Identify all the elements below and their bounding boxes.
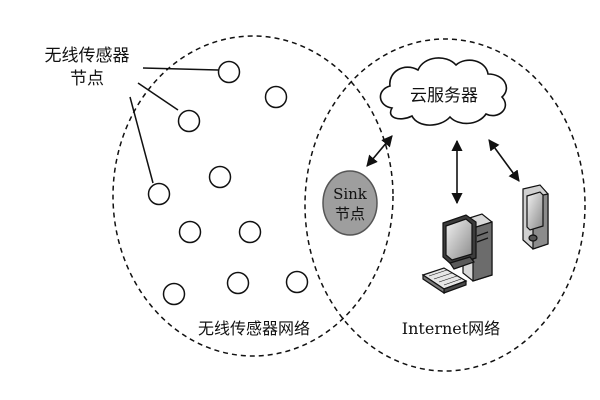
sensor-nodes [147,60,309,306]
arrow-sink-cloud [366,135,393,167]
sensor-node [208,165,232,189]
wsn-label: 无线传感器网络 [198,319,310,338]
leader-line-3 [129,96,154,184]
sensor-node-label-line2: 节点 [70,69,104,89]
sink-node [322,170,378,236]
sensor-node [177,109,201,133]
sensor-node [217,60,241,84]
sensor-node [147,182,171,206]
wsn-region [112,35,394,357]
sensor-node [238,220,262,244]
leader-line-1 [142,67,219,71]
sensor-node [162,282,186,306]
sensor-node [285,270,309,294]
sensor-node [178,220,202,244]
sink-node-label-line1: Sink [333,185,368,203]
desktop-computer-icon [421,213,493,295]
sensor-node [226,271,250,295]
cloud-server-label: 云服务器 [410,86,478,106]
sensor-node [264,85,288,109]
pda-device-icon [522,184,549,250]
cloud-icon [379,57,508,126]
leader-line-2 [137,82,179,111]
label-leader-lines [129,67,219,184]
arrow-cloud-pda [488,139,520,182]
connection-arrows [366,135,520,205]
internet-region [304,38,586,372]
sensor-node-label-line1: 无线传感器 [45,46,130,66]
sink-node-label-line2: 节点 [335,205,365,223]
internet-label: Internet网络 [402,319,500,338]
